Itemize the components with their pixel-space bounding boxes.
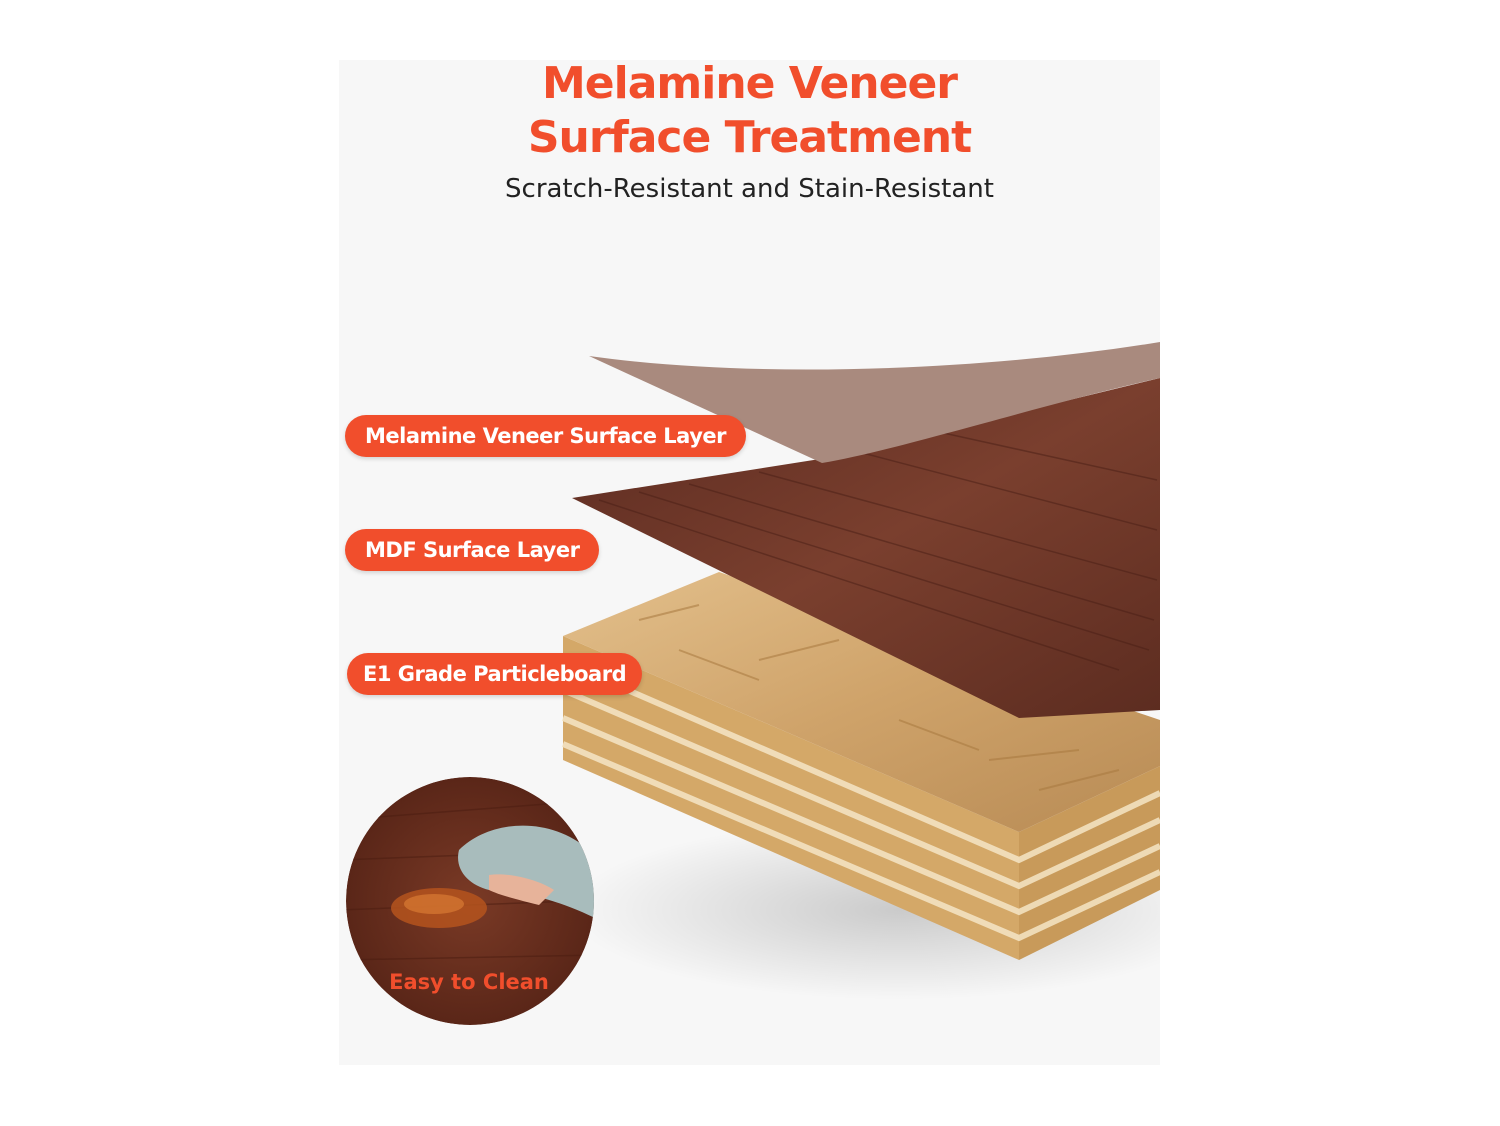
subtitle: Scratch-Resistant and Stain-Resistant [505, 174, 994, 204]
title-line-1: Melamine Veneer [541, 60, 958, 109]
particleboard-layer [561, 572, 1160, 960]
hand [489, 874, 554, 905]
title-line-2: Surface Treatment [527, 112, 972, 163]
easy-to-clean-inset [346, 777, 594, 1025]
label-mdf: MDF Surface Layer [345, 529, 600, 571]
product-feature-panel: Melamine Veneer Surface Treatment Scratc… [339, 60, 1160, 1065]
label-particleboard: E1 Grade Particleboard [347, 653, 643, 695]
layer-illustration [346, 342, 1160, 1025]
melamine-veneer-layer [589, 342, 1160, 463]
mdf-layer [572, 378, 1160, 718]
label-melamine-veneer: Melamine Veneer Surface Layer [345, 415, 746, 457]
cleaning-cloth [458, 825, 594, 920]
easy-to-clean-label: Easy to Clean [389, 970, 549, 994]
